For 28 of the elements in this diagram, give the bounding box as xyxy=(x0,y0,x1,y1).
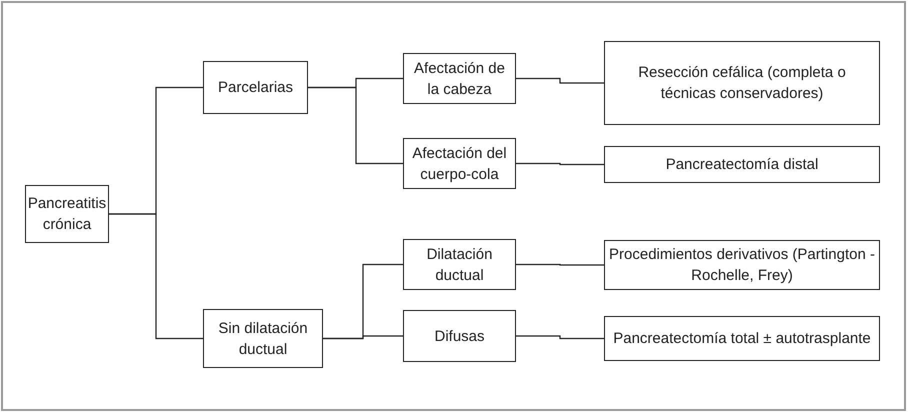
box-label: Pancreatectomía total ± autotrasplante xyxy=(613,329,871,349)
box-label: Difusas xyxy=(434,326,485,346)
process-box xyxy=(203,61,308,114)
process-box xyxy=(403,310,516,362)
box-label: Procedimientos derivativos (Partington - Rochelle, Frey) xyxy=(609,245,875,286)
process-box xyxy=(403,138,516,189)
process-box xyxy=(403,53,516,104)
connector-line xyxy=(516,335,604,340)
box-label: Parcelarias xyxy=(218,78,294,98)
box-label: Resección cefálica (completa o técnicas conservadores) xyxy=(637,63,847,104)
connector-line xyxy=(516,264,604,266)
box-label: Pancreatitis crónica xyxy=(28,194,106,235)
process-box xyxy=(403,239,516,290)
box-label: Afectación de la cabeza xyxy=(413,58,506,100)
connector-line xyxy=(109,213,203,340)
box-label: Afectación del cuerpo-cola xyxy=(411,144,508,184)
connector-line xyxy=(308,86,403,164)
connector-line xyxy=(323,335,403,340)
box-label: Pancreatectomía distal xyxy=(666,155,818,175)
process-box xyxy=(604,41,880,125)
connector-line xyxy=(516,162,604,166)
process-box xyxy=(203,309,323,368)
process-box xyxy=(604,146,880,183)
box-label: Dilatación ductual xyxy=(426,244,494,286)
process-box xyxy=(604,316,880,361)
process-box xyxy=(25,185,109,243)
connector-line xyxy=(516,78,604,84)
box-label: Sin dilatación ductual xyxy=(217,318,309,360)
